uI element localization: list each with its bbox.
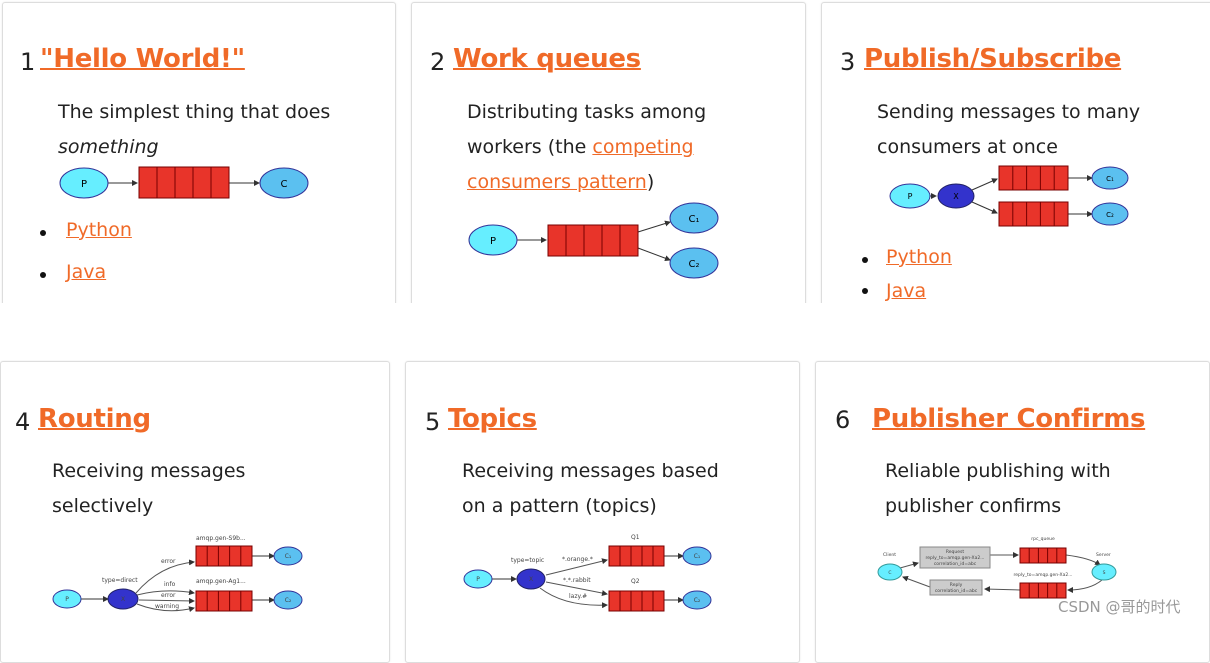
desc-line: Receiving messages based	[462, 460, 719, 482]
card-number: 1	[20, 48, 36, 76]
card-topics	[405, 361, 800, 663]
title-link-hello-world[interactable]: "Hello World!"	[40, 44, 245, 74]
desc-line: publisher confirms	[885, 495, 1062, 517]
watermark: CSDN @哥的时代	[1058, 598, 1181, 616]
desc-line: selectively	[52, 495, 154, 517]
link-competing-consumers[interactable]: competing consumers pattern	[467, 136, 694, 193]
desc-line: Sending messages to many	[877, 101, 1141, 123]
desc-line: Distributing tasks among	[467, 101, 707, 123]
description: Distributing tasks among workers (the com…	[467, 95, 787, 200]
desc-line: workers (the	[467, 136, 593, 158]
title-link-publisher-confirms[interactable]: Publisher Confirms	[872, 404, 1146, 434]
desc-line: )	[646, 171, 655, 193]
bullet	[862, 257, 868, 263]
title-link-topics[interactable]: Topics	[448, 404, 537, 434]
description: Reliable publishing with publisher confir…	[885, 454, 1111, 524]
title-link-work-queues[interactable]: Work queues	[453, 44, 641, 74]
title-link-routing[interactable]: Routing	[38, 404, 151, 434]
description: Receiving messages selectively	[52, 454, 245, 524]
bullet	[862, 288, 868, 294]
card-work-queues	[411, 2, 806, 334]
link-java[interactable]: Java	[66, 261, 107, 283]
bullet	[40, 230, 46, 236]
card-number: 2	[430, 48, 446, 76]
gap	[0, 303, 1210, 360]
desc-line: The simplest thing that does	[58, 101, 331, 123]
link-java[interactable]: Java	[886, 280, 927, 302]
bullet	[40, 272, 46, 278]
desc-line: Receiving messages	[52, 460, 246, 482]
description: The simplest thing that does something	[58, 95, 330, 165]
description: Sending messages to many consumers at onc…	[877, 95, 1140, 165]
card-number: 4	[15, 408, 31, 436]
desc-line: Reliable publishing with	[885, 460, 1111, 482]
link-python[interactable]: Python	[886, 246, 952, 268]
desc-emphasis: something	[58, 136, 159, 158]
card-publisher-confirms	[815, 361, 1210, 663]
card-routing	[0, 361, 390, 663]
card-number: 6	[835, 406, 851, 434]
card-number: 5	[425, 408, 441, 436]
title-link-publish-subscribe[interactable]: Publish/Subscribe	[864, 44, 1122, 74]
card-number: 3	[840, 48, 856, 76]
link-python[interactable]: Python	[66, 219, 132, 241]
desc-line: consumers at once	[877, 136, 1058, 158]
desc-line: on a pattern (topics)	[462, 495, 657, 517]
description: Receiving messages based on a pattern (to…	[462, 454, 719, 524]
